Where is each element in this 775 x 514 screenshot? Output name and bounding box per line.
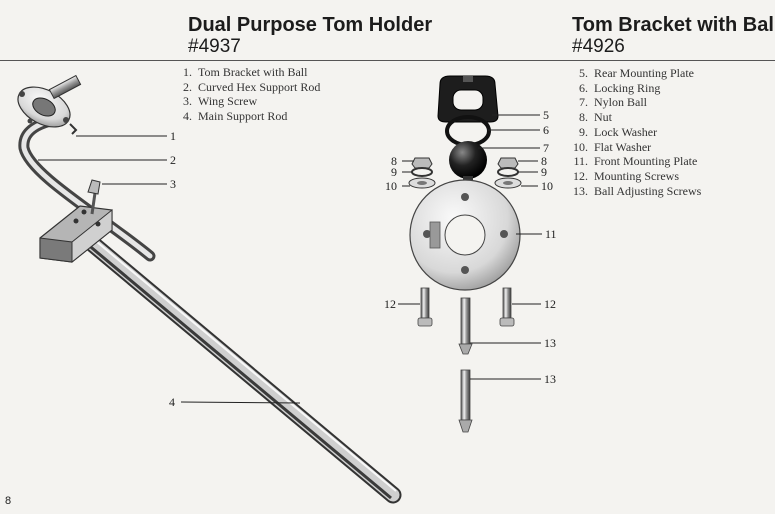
callout-12-left: 12 bbox=[384, 297, 396, 311]
callout-3: 3 bbox=[170, 177, 176, 191]
tom-bracket-title: Tom Bracket with Ball bbox=[572, 14, 775, 36]
part-number: 4. bbox=[183, 109, 192, 124]
callout-8-left: 8 bbox=[391, 154, 397, 168]
list-item: 3. Wing Screw bbox=[180, 94, 320, 109]
front-mounting-plate-part bbox=[409, 179, 521, 291]
callout-13-lower: 13 bbox=[544, 372, 556, 386]
nylon-ball-part bbox=[449, 141, 487, 183]
callout-12-right: 12 bbox=[544, 297, 556, 311]
part-name: Lock Washer bbox=[594, 124, 658, 139]
list-item: 4. Main Support Rod bbox=[180, 109, 320, 124]
callout-2: 2 bbox=[170, 153, 176, 167]
tom-holder-parts-list: 1. Tom Bracket with Ball 2. Curved Hex Sup… bbox=[180, 65, 320, 124]
rear-mounting-plate-part bbox=[437, 75, 499, 123]
callout-4: 4 bbox=[169, 395, 175, 409]
list-item: 10. Flat Washer bbox=[570, 140, 701, 155]
nut-washer-stack-right bbox=[494, 157, 522, 189]
tom-holder-illustration bbox=[17, 74, 402, 504]
list-item: 6. Locking Ring bbox=[570, 81, 701, 96]
list-item: 9. Lock Washer bbox=[570, 125, 701, 140]
tom-holder-number: #4937 bbox=[188, 36, 241, 57]
callout-8-right: 8 bbox=[541, 154, 547, 168]
part-number: 10. bbox=[573, 139, 588, 154]
list-item: 7. Nylon Ball bbox=[570, 95, 701, 110]
list-item: 12. Mounting Screws bbox=[570, 169, 701, 184]
callout-11: 11 bbox=[545, 227, 557, 241]
main-support-rod-part bbox=[73, 226, 402, 504]
part-number: 9. bbox=[579, 124, 588, 139]
part-name: Nylon Ball bbox=[594, 95, 647, 110]
wing-screw-part bbox=[87, 179, 101, 215]
nut-washer-stack-left bbox=[408, 157, 436, 189]
list-item: 13. Ball Adjusting Screws bbox=[570, 184, 701, 199]
callout-5: 5 bbox=[543, 108, 549, 122]
tom-holder-title: Dual Purpose Tom Holder bbox=[188, 14, 433, 36]
callout-10-left: 10 bbox=[385, 179, 397, 193]
callout-9-left: 9 bbox=[391, 165, 397, 179]
callout-7: 7 bbox=[543, 141, 549, 155]
list-item: 8. Nut bbox=[570, 110, 701, 125]
part-name: Rear Mounting Plate bbox=[594, 66, 694, 80]
tom-bracket-number: #4926 bbox=[572, 36, 625, 57]
part-number: 12. bbox=[573, 168, 588, 183]
part-name: Mounting Screws bbox=[594, 168, 679, 183]
part-number: 11. bbox=[573, 154, 588, 169]
part-name: Flat Washer bbox=[594, 139, 652, 154]
part-number: 1. bbox=[183, 65, 192, 79]
callout-leaders-left bbox=[38, 135, 301, 404]
part-number: 6. bbox=[579, 80, 588, 95]
part-name: Nut bbox=[594, 110, 612, 125]
list-item: 5. Rear Mounting Plate bbox=[570, 66, 701, 81]
tom-bracket-parts-list: 5. Rear Mounting Plate 6. Locking Ring 7. N… bbox=[570, 66, 701, 198]
ball-adjusting-screw-lower bbox=[458, 369, 473, 433]
part-number: 7. bbox=[579, 95, 588, 110]
part-name: Curved Hex Support Rod bbox=[198, 79, 321, 94]
ball-adjusting-screw-upper bbox=[458, 297, 473, 355]
header-rule bbox=[0, 60, 775, 61]
part-number: 13. bbox=[573, 183, 588, 198]
tom-bracket-part bbox=[17, 74, 82, 135]
part-name: Wing Screw bbox=[198, 94, 258, 109]
clamp-block-part bbox=[39, 205, 113, 264]
part-number: 3. bbox=[183, 94, 192, 109]
list-item: 2. Curved Hex Support Rod bbox=[180, 80, 320, 95]
callout-leaders-right bbox=[398, 114, 542, 380]
part-name: Tom Bracket with Ball bbox=[198, 65, 308, 79]
list-item: 1. Tom Bracket with Ball bbox=[180, 65, 320, 80]
part-number: 5. bbox=[579, 66, 588, 80]
callout-13-upper: 13 bbox=[544, 336, 556, 350]
part-name: Front Mounting Plate bbox=[594, 154, 698, 169]
callout-6: 6 bbox=[543, 123, 549, 137]
mounting-screw-right bbox=[499, 287, 515, 327]
part-number: 2. bbox=[183, 79, 192, 94]
callout-10-right: 10 bbox=[541, 179, 553, 193]
part-name: Ball Adjusting Screws bbox=[594, 183, 702, 198]
page-number: 8 bbox=[5, 495, 12, 507]
callout-9-right: 9 bbox=[541, 165, 547, 179]
callout-1: 1 bbox=[170, 129, 176, 143]
part-name: Main Support Rod bbox=[198, 109, 288, 124]
mounting-screw-left bbox=[417, 287, 433, 327]
part-name: Locking Ring bbox=[594, 80, 661, 95]
part-number: 8. bbox=[579, 110, 588, 125]
list-item: 11. Front Mounting Plate bbox=[570, 154, 701, 169]
